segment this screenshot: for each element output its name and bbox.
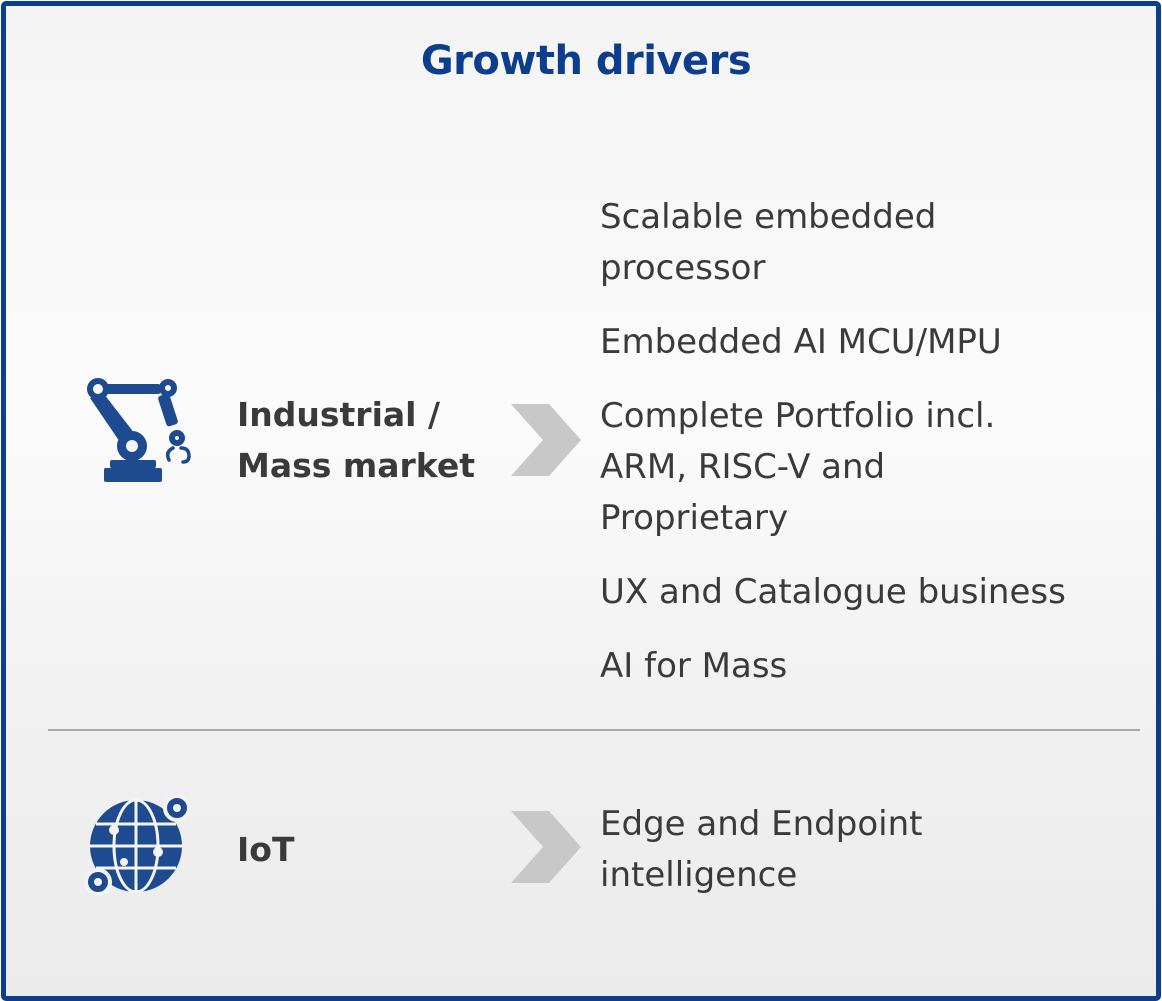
list-item: Complete Portfolio incl. ARM, RISC-V and… [600,396,996,538]
list-item: Embedded AI MCU/MPU [600,322,1002,362]
iot-driver-list: Edge and Endpoint intelligence [600,799,922,924]
page-title: Growth drivers [420,38,752,84]
robot-arm-icon [87,378,191,482]
row-label-iot: IoT [237,830,295,869]
industrial-driver-list: Scalable embedded processor Embedded AI … [600,192,1066,715]
chevron-right-icon [511,811,581,883]
row-divider [48,729,1140,731]
list-item: AI for Mass [600,646,788,686]
list-item: UX and Catalogue business [600,572,1066,612]
chevron-right-icon [511,404,581,476]
row-label-industrial: Industrial / Mass market [237,395,476,485]
list-item: Edge and Endpoint intelligence [600,804,923,895]
list-item: Scalable embedded processor [600,197,937,288]
globe-network-icon [84,794,191,896]
